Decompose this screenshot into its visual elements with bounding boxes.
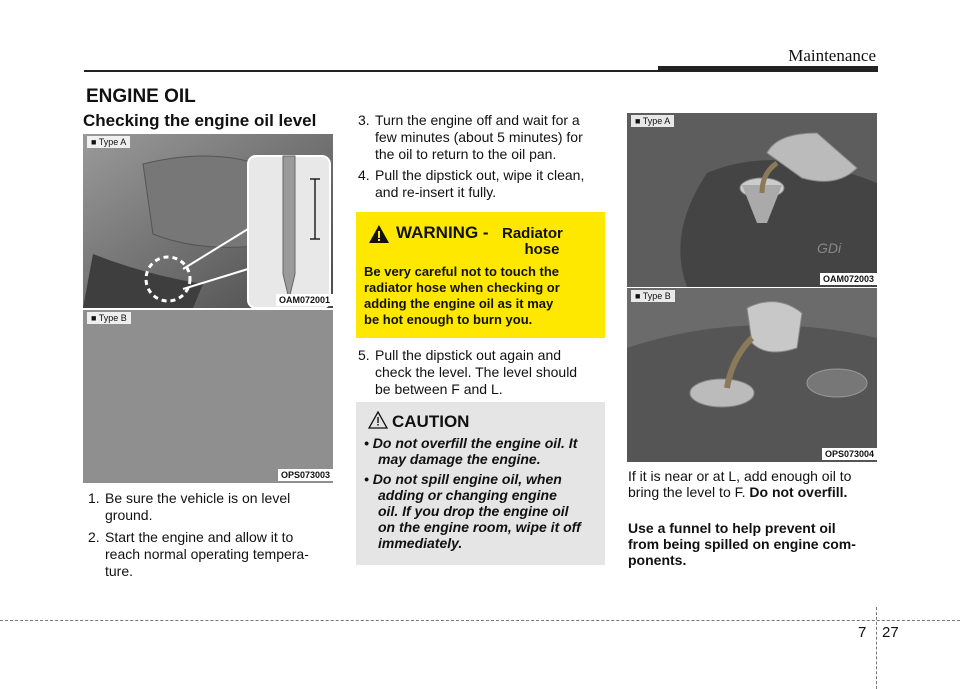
warning-prefix: WARNING -: [396, 223, 489, 242]
svg-text:GDi: GDi: [817, 240, 842, 256]
footer-rule: [0, 620, 960, 622]
warning-text: Be very careful not to touch the radiato…: [364, 264, 560, 327]
subheading: Checking the engine oil level: [83, 111, 317, 130]
page-number: 27: [882, 624, 899, 641]
figure-code: OAM072003: [819, 273, 877, 285]
caution-triangle-icon: [368, 411, 388, 429]
engine-illustration: [83, 134, 333, 308]
header-rule: [84, 70, 658, 72]
section-title: ENGINE OIL: [86, 86, 196, 107]
figure-tag: ■ Type B: [87, 312, 131, 324]
warning-triangle-icon: [369, 225, 389, 243]
caution-title: CAUTION: [392, 412, 470, 431]
figure-type-a-dipstick: ■ Type A OAM072001: [83, 134, 333, 308]
figure-tag: ■ Type A: [87, 136, 131, 148]
chapter-number: 7: [858, 624, 867, 641]
figure-tag: ■ Type B: [631, 290, 675, 302]
warning-title-line1: Radiator: [502, 225, 563, 242]
funnel-illustration-b: [627, 288, 877, 462]
header-rule-thick: [658, 66, 878, 72]
figure-code: OPS073004: [821, 448, 877, 460]
caution-box: CAUTION • Do not overfill the engine oil…: [356, 402, 605, 565]
footer-divider: [876, 607, 877, 689]
right-paragraph-2: Use a funnel to help prevent oil from be…: [628, 520, 856, 568]
caution-text: • Do not overfill the engine oil. It may…: [364, 435, 581, 551]
figure-type-b-placeholder: ■ Type B OPS073003: [83, 310, 333, 483]
right-paragraph-1: If it is near or at L, add enough oil to…: [628, 468, 852, 500]
running-header: Maintenance: [788, 46, 876, 65]
figure-type-b-funnel: ■ Type B OPS073004: [627, 288, 877, 462]
figure-tag: ■ Type A: [631, 115, 675, 127]
figure-type-a-funnel: GDi ■ Type A OAM072003: [627, 113, 877, 287]
funnel-illustration: GDi: [627, 113, 877, 287]
warning-box: WARNING - Radiator hose Be very careful …: [356, 212, 605, 338]
figure-code: OAM072001: [275, 294, 333, 306]
figure-code: OPS073003: [277, 469, 333, 481]
warning-title-line2: hose: [524, 241, 560, 258]
